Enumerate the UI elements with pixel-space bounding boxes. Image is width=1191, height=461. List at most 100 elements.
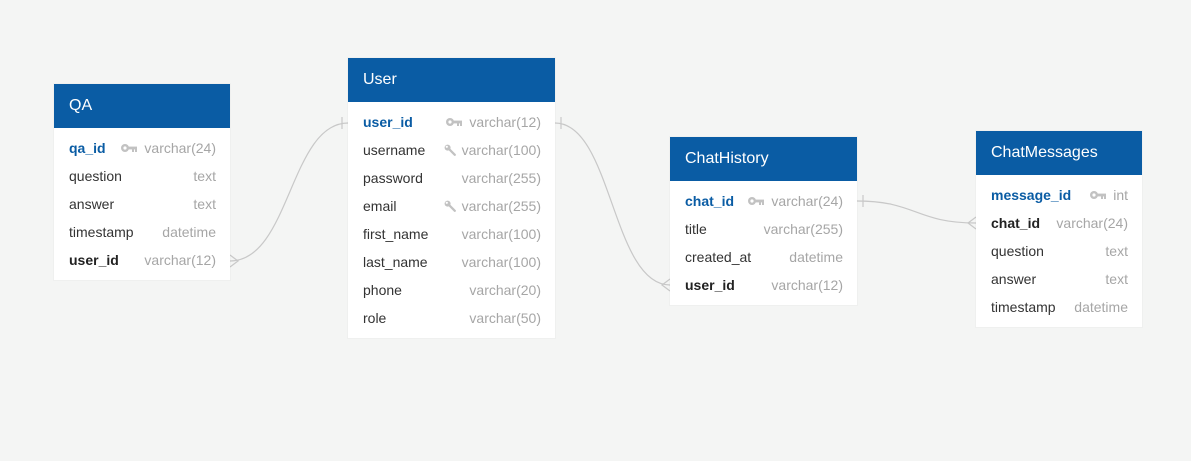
- field-type: varchar(100): [461, 254, 541, 270]
- crowfoot-many-marker: [967, 216, 977, 230]
- relationship-qa-user[interactable]: [229, 117, 349, 268]
- field-name: timestamp: [991, 299, 1056, 315]
- field-name: message_id: [991, 187, 1072, 203]
- field-type: varchar(100): [461, 226, 541, 242]
- wrench-icon: [444, 144, 456, 156]
- field-name: last_name: [363, 254, 428, 270]
- field-type-group: varchar(12): [771, 271, 843, 299]
- field-type: varchar(255): [461, 170, 541, 186]
- field-type-group: varchar(12): [144, 246, 216, 274]
- relationship-chatmessages-chathistory[interactable]: [856, 195, 977, 230]
- wrench-icon: [444, 200, 456, 212]
- field-type-group: varchar(100): [462, 220, 541, 248]
- field-type-group: datetime: [789, 243, 843, 271]
- relationship-chathistory-user[interactable]: [554, 117, 671, 292]
- field-type: varchar(24): [1056, 215, 1128, 231]
- field-type: varchar(50): [469, 310, 541, 326]
- field-name: user_id: [685, 277, 735, 293]
- field-type: text: [193, 196, 216, 212]
- field-type: varchar(100): [461, 142, 541, 158]
- field-row[interactable]: answer text: [54, 190, 230, 218]
- field-type-group: varchar(12): [445, 108, 541, 136]
- field-name: answer: [69, 196, 115, 212]
- field-row[interactable]: email varchar(255): [348, 192, 555, 220]
- field-type: int: [1113, 187, 1128, 203]
- field-type-group: varchar(255): [444, 192, 541, 220]
- field-row[interactable]: timestamp datetime: [54, 218, 230, 246]
- key-icon: [120, 143, 138, 153]
- field-row[interactable]: chat_id varchar(24): [670, 187, 857, 215]
- field-row[interactable]: message_id int: [976, 181, 1142, 209]
- field-type: varchar(255): [763, 221, 843, 237]
- field-list: user_id varchar(12) username varchar(100) pa…: [348, 102, 555, 338]
- field-type-group: varchar(24): [1056, 209, 1128, 237]
- field-row[interactable]: last_name varchar(100): [348, 248, 555, 276]
- field-row[interactable]: phone varchar(20): [348, 276, 555, 304]
- table-title[interactable]: User: [348, 58, 555, 102]
- connector-line: [229, 122, 349, 262]
- table-title[interactable]: ChatHistory: [670, 137, 857, 181]
- field-row[interactable]: user_id varchar(12): [670, 271, 857, 299]
- field-row[interactable]: user_id varchar(12): [348, 108, 555, 136]
- field-type: datetime: [789, 249, 843, 265]
- field-name: role: [363, 310, 387, 326]
- field-name: user_id: [69, 252, 119, 268]
- field-name: created_at: [685, 249, 752, 265]
- field-type: datetime: [162, 224, 216, 240]
- field-type-group: int: [1089, 181, 1128, 209]
- field-type-group: text: [1105, 237, 1128, 265]
- field-type: text: [193, 168, 216, 184]
- key-icon: [445, 117, 463, 127]
- field-name: question: [69, 168, 122, 184]
- field-row[interactable]: question text: [976, 237, 1142, 265]
- field-type-group: text: [193, 162, 216, 190]
- field-type-group: datetime: [1074, 293, 1128, 321]
- field-name: first_name: [363, 226, 429, 242]
- table-user[interactable]: User user_id varchar(12) username varchar(10…: [348, 58, 555, 338]
- field-row[interactable]: timestamp datetime: [976, 293, 1142, 321]
- field-type: varchar(24): [144, 140, 216, 156]
- field-row[interactable]: created_at datetime: [670, 243, 857, 271]
- table-title[interactable]: ChatMessages: [976, 131, 1142, 175]
- field-type: varchar(12): [771, 277, 843, 293]
- field-name: question: [991, 243, 1044, 259]
- field-name: user_id: [363, 114, 413, 130]
- crowfoot-many-marker: [229, 254, 239, 268]
- field-type-group: varchar(100): [444, 136, 541, 164]
- field-type-group: text: [193, 190, 216, 218]
- field-type-group: varchar(100): [462, 248, 541, 276]
- crowfoot-many-marker: [661, 278, 671, 292]
- field-name: username: [363, 142, 426, 158]
- field-type-group: datetime: [162, 218, 216, 246]
- field-type: datetime: [1074, 299, 1128, 315]
- connector-line: [554, 122, 671, 286]
- field-type: varchar(12): [469, 114, 541, 130]
- connector-line: [856, 200, 977, 224]
- field-name: chat_id: [685, 193, 735, 209]
- field-row[interactable]: username varchar(100): [348, 136, 555, 164]
- table-title[interactable]: QA: [54, 84, 230, 128]
- field-type: varchar(24): [771, 193, 843, 209]
- field-row[interactable]: role varchar(50): [348, 304, 555, 332]
- field-type-group: varchar(255): [764, 215, 843, 243]
- field-row[interactable]: user_id varchar(12): [54, 246, 230, 274]
- field-name: answer: [991, 271, 1037, 287]
- field-row[interactable]: first_name varchar(100): [348, 220, 555, 248]
- field-name: email: [363, 198, 397, 214]
- field-row[interactable]: question text: [54, 162, 230, 190]
- field-type-group: varchar(255): [462, 164, 541, 192]
- field-name: timestamp: [69, 224, 134, 240]
- field-name: phone: [363, 282, 402, 298]
- field-type-group: varchar(20): [469, 276, 541, 304]
